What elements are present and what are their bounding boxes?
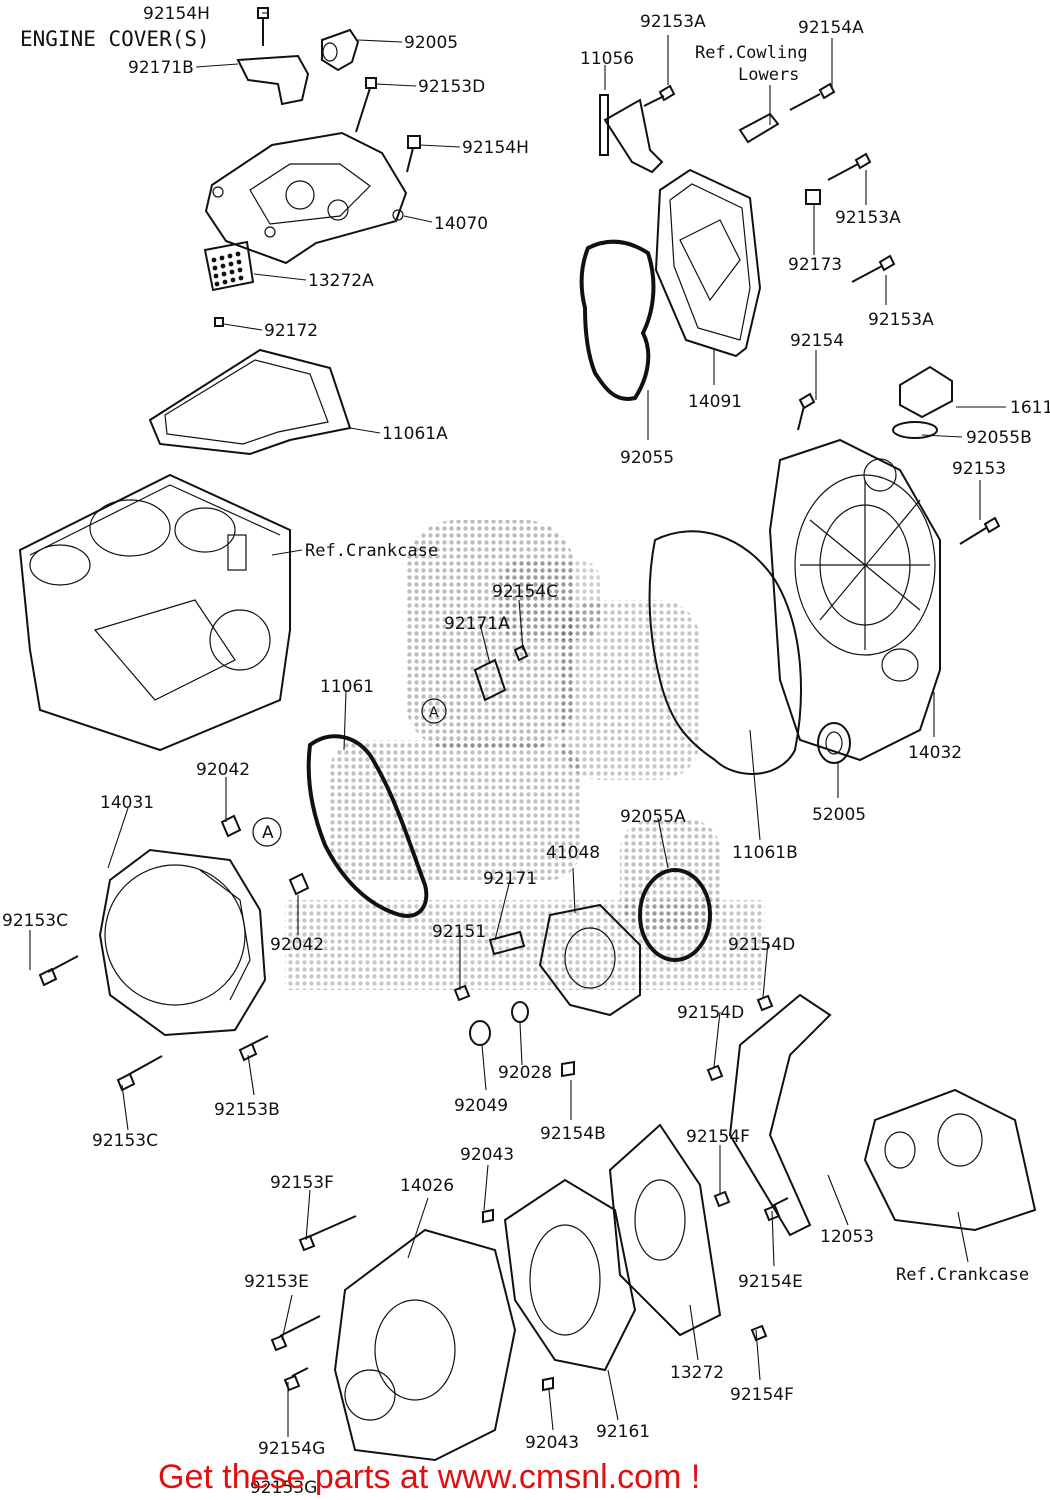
label-41048: 41048 — [546, 843, 600, 863]
label-13272a: 13272A — [308, 271, 374, 291]
label-92154d-low: 92154D — [677, 1003, 744, 1023]
label-92151: 92151 — [432, 922, 486, 942]
label-92161: 92161 — [596, 1422, 650, 1442]
label-92055a: 92055A — [620, 807, 686, 827]
label-92154d-top: 92154D — [728, 935, 795, 955]
label-14026: 14026 — [400, 1176, 454, 1196]
label-92005: 92005 — [404, 33, 458, 53]
diagram-title: ENGINE COVER(S) — [20, 27, 210, 51]
label-92154g: 92154G — [258, 1439, 325, 1459]
crankcase-top-cover-group — [148, 7, 421, 456]
label-ref-crankcase-1: Ref.Crankcase — [305, 541, 438, 561]
label-92171: 92171 — [483, 869, 537, 889]
crankcase-reference-left — [18, 473, 291, 752]
label-14091: 14091 — [688, 392, 742, 412]
label-ref-cowling-lowers: Lowers — [738, 65, 799, 85]
label-16115: 16115 — [1010, 398, 1050, 418]
right-cover-upper-group — [579, 82, 896, 401]
label-92171a: 92171A — [444, 614, 510, 634]
label-11061: 11061 — [320, 677, 374, 697]
label-92153: 92153 — [952, 459, 1006, 479]
label-92154f-low: 92154F — [730, 1385, 794, 1405]
label-14070: 14070 — [434, 214, 488, 234]
label-92153b: 92153B — [214, 1100, 280, 1120]
marker-a2: A — [429, 705, 439, 721]
part-labels: 92154H 92005 92171B 92153D 92154H 14070 … — [2, 4, 1050, 1498]
label-92154b: 92154B — [540, 1124, 606, 1144]
label-92154: 92154 — [790, 331, 844, 351]
label-92153d: 92153D — [418, 77, 485, 97]
label-92153f: 92153F — [270, 1173, 334, 1193]
label-11061a: 11061A — [382, 424, 448, 444]
generator-cover-group: A A — [38, 698, 447, 1092]
label-14032: 14032 — [908, 743, 962, 763]
marker-a2-circle — [421, 698, 447, 724]
watermark-logo — [285, 520, 765, 990]
label-13272: 13272 — [670, 1363, 724, 1383]
label-92173: 92173 — [788, 255, 842, 275]
promo-footer: Get these parts at www.cmsnl.com ! — [158, 1458, 700, 1496]
label-92042-low: 92042 — [270, 935, 324, 955]
label-92043-low: 92043 — [525, 1433, 579, 1453]
bottom-cover-group — [270, 1088, 1037, 1462]
label-11061b: 11061B — [732, 843, 798, 863]
label-92153c-low: 92153C — [92, 1131, 158, 1151]
label-92153a-low: 92153A — [868, 310, 934, 330]
label-92154c: 92154C — [492, 582, 558, 602]
label-92042-top: 92042 — [196, 760, 250, 780]
label-92154f-top: 92154F — [686, 1127, 750, 1147]
marker-a: A — [262, 823, 274, 843]
clutch-cover-group — [768, 365, 1001, 764]
label-12053: 12053 — [820, 1227, 874, 1247]
marker-a-circle — [252, 817, 282, 847]
label-92043-top: 92043 — [460, 1145, 514, 1165]
label-14031: 14031 — [100, 793, 154, 813]
label-52005: 52005 — [812, 805, 866, 825]
label-92153c-left: 92153C — [2, 911, 68, 931]
label-92154e: 92154E — [738, 1272, 803, 1292]
label-92049: 92049 — [454, 1096, 508, 1116]
label-92153a-mid: 92153A — [835, 208, 901, 228]
label-92172: 92172 — [264, 321, 318, 341]
label-92153g: 92153G — [250, 1478, 317, 1498]
label-92154h-mid: 92154H — [462, 138, 529, 158]
gasket-11061 — [306, 734, 429, 918]
leader-lines — [29, 12, 1006, 1437]
center-cover-group — [453, 644, 832, 1237]
label-92154h-top: 92154H — [143, 4, 210, 24]
label-ref-cowling: Ref.Cowling — [695, 43, 808, 63]
label-11056: 11056 — [580, 49, 634, 69]
label-92055: 92055 — [620, 448, 674, 468]
label-92055b: 92055B — [966, 428, 1032, 448]
label-92153a-top: 92153A — [640, 12, 706, 32]
label-92171b: 92171B — [128, 58, 194, 78]
label-92028: 92028 — [498, 1063, 552, 1083]
label-92153e: 92153E — [244, 1272, 309, 1292]
label-92154a: 92154A — [798, 18, 864, 38]
gasket-11061b — [648, 530, 802, 775]
label-ref-crankcase-2: Ref.Crankcase — [896, 1265, 1029, 1285]
